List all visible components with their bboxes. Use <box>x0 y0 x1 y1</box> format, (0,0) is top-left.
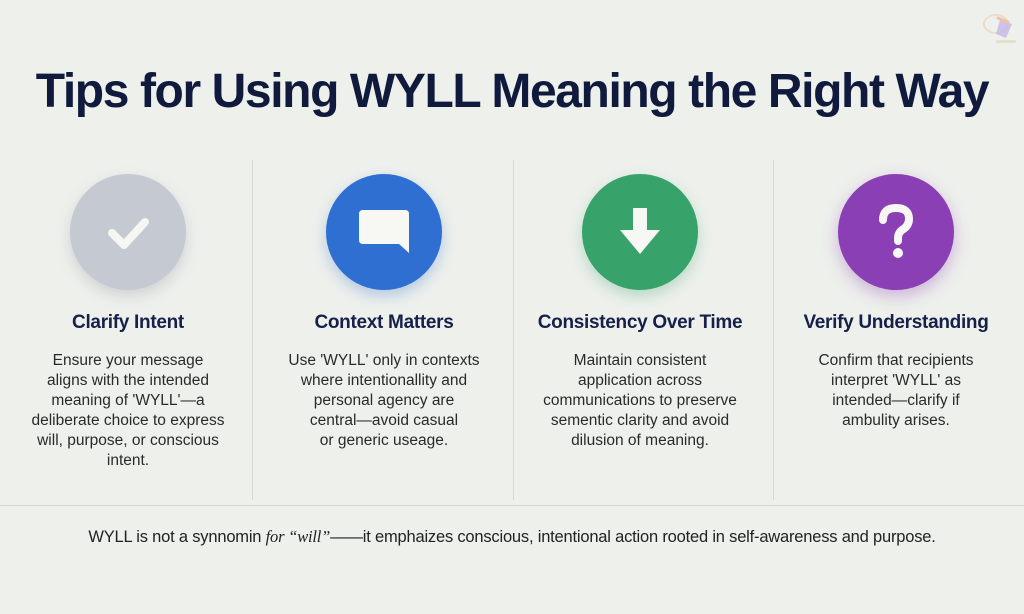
tip-title: Verify Understanding <box>803 312 989 333</box>
tip-text-line: meaning of 'WYLL'—a <box>51 392 205 409</box>
tips-row: Clarify Intent Ensure your message align… <box>0 160 1024 500</box>
speech-bubble-icon <box>326 174 442 290</box>
column-divider <box>773 160 774 500</box>
tip-text-line: application across <box>577 372 703 389</box>
checkmark-icon <box>70 174 186 290</box>
footer-text-start: WYLL is not a synnomin <box>88 528 266 546</box>
down-arrow-icon <box>582 174 698 290</box>
footer-text-italic: for “will” <box>265 527 331 546</box>
footer-note: WYLL is not a synnomin for “will”——it em… <box>0 527 1024 547</box>
tip-text-line: where intentionallity and <box>300 372 468 389</box>
tip-description: Confirm that recipients interpret 'WYLL'… <box>776 351 1016 431</box>
tip-text-line: aligns with the intended <box>46 372 209 389</box>
column-divider <box>252 160 253 500</box>
tip-text-line: will, purpose, or conscious <box>37 432 219 449</box>
tip-text-line: Maintain consistent <box>573 352 707 369</box>
tip-description: Maintain consistent application across c… <box>520 351 760 451</box>
tip-title: Context Matters <box>314 312 454 333</box>
tip-text-line: communications to preserve <box>543 392 737 409</box>
tip-text-line: or generic useage. <box>319 432 449 449</box>
tip-text-line: deliberate choice to express <box>31 412 225 429</box>
page-title: Tips for Using WYLL Meaning the Right Wa… <box>35 65 990 118</box>
tip-text-line: intended—clarify if <box>832 392 960 409</box>
tip-text-line: interpret 'WYLL' as <box>831 372 961 389</box>
tip-card-context-matters: Context Matters Use 'WYLL' only in conte… <box>256 160 512 500</box>
tip-description: Use 'WYLL' only in contexts where intent… <box>264 351 504 451</box>
tip-card-clarify-intent: Clarify Intent Ensure your message align… <box>0 160 256 500</box>
tip-card-verify-understanding: Verify Understanding Confirm that recipi… <box>768 160 1024 500</box>
tip-description: Ensure your message aligns with the inte… <box>8 351 248 471</box>
tip-text-line: personal agency are <box>313 392 455 409</box>
tip-card-consistency-over-time: Consistency Over Time Maintain consisten… <box>512 160 768 500</box>
tip-text-line: intent. <box>106 452 150 469</box>
footer-text-end: ——it emphaizes conscious, intentional ac… <box>330 528 936 546</box>
tip-text-line: Ensure your message <box>52 352 204 369</box>
tip-text-line: Confirm that recipients <box>818 352 974 369</box>
question-mark-icon <box>838 174 954 290</box>
tip-title: Consistency Over Time <box>537 312 743 333</box>
tip-text-line: sementic clarity and avoid <box>550 412 730 429</box>
tip-text-line: ambulity arises. <box>842 412 950 429</box>
watermark-logo-icon <box>978 10 1018 46</box>
tip-title: Clarify Intent <box>72 312 184 333</box>
tip-text-line: dilusion of meaning. <box>571 432 709 449</box>
tip-text-line: Use 'WYLL' only in contexts <box>288 352 480 369</box>
footer-divider <box>0 505 1024 506</box>
tip-text-line: central—avoid casual <box>309 412 459 429</box>
column-divider <box>513 160 514 500</box>
